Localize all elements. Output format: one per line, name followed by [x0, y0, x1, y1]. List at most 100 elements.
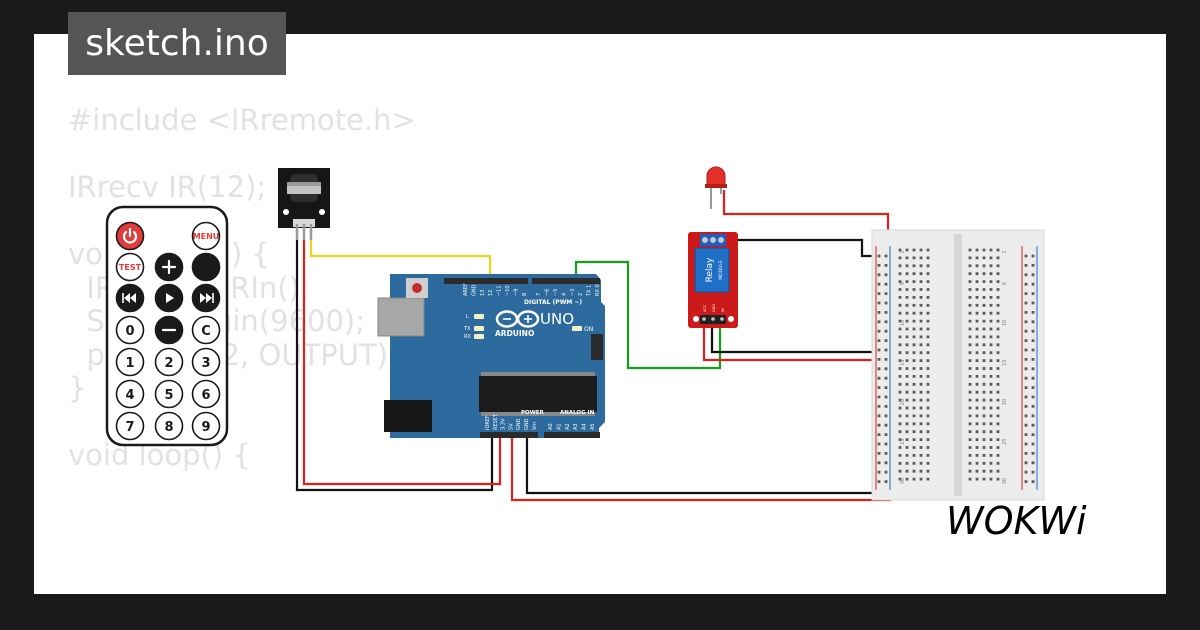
remote-button-label: 6	[201, 388, 210, 403]
digital-pin-label: ~5	[553, 289, 559, 296]
digital-pin-label: ~3	[570, 289, 576, 296]
power-pin-label: 5V	[508, 423, 514, 430]
digital-pin-label: AREF	[463, 283, 469, 296]
digital-pin-label: 7	[536, 293, 542, 296]
ir-remote[interactable]: MENU TEST 0 C 1 2 3 4 5 6 7 8 9	[105, 205, 229, 447]
power-pin-label: 3.3V	[501, 418, 507, 430]
relay-pin-label: IN	[721, 308, 725, 312]
arduino-logo	[495, 310, 540, 328]
remote-button-label: 5	[164, 388, 173, 403]
remote-button-4[interactable]: 4	[115, 379, 145, 409]
remote-button-label: 4	[125, 388, 134, 403]
remote-button-minus-icon[interactable]	[154, 315, 184, 345]
wire-ir-gnd	[295, 240, 494, 492]
power-pin-label: IOREF	[485, 415, 491, 430]
remote-button-7[interactable]: 7	[115, 411, 145, 441]
remote-button-2[interactable]: 2	[154, 347, 184, 377]
wokwi-logo-text: WOKWi	[946, 499, 1087, 543]
analog-pin-label: A2	[565, 423, 571, 430]
remote-button-label: 9	[201, 420, 210, 435]
breadboard-row-number: 30	[1002, 478, 1008, 484]
fast-forward-icon	[200, 293, 214, 303]
breadboard-rails	[875, 246, 1038, 490]
digital-pin-label: ~10	[505, 285, 511, 296]
power-pin-label: GND	[516, 418, 522, 430]
breadboard-row-number: 30	[900, 478, 906, 484]
arduino-uno-label: UNO	[540, 310, 574, 328]
remote-button-label: 1	[125, 356, 134, 371]
wire-ir-signal	[309, 240, 492, 280]
remote-button-label: 7	[125, 420, 134, 435]
remote-button-5[interactable]: 5	[154, 379, 184, 409]
wokwi-logo: WOKWi	[946, 499, 1087, 543]
power-pin-label: GND	[524, 418, 530, 430]
remote-button-C[interactable]: C	[191, 315, 221, 345]
wire-relay-vcc	[702, 322, 884, 362]
rewind-icon	[122, 293, 136, 303]
digital-pin-label: TX 1	[587, 285, 593, 297]
relay-label: Relay	[705, 257, 715, 282]
remote-button-back-icon[interactable]	[191, 252, 221, 282]
plus-icon	[161, 259, 177, 275]
digital-pin-label: ~6	[545, 289, 551, 296]
remote-button-0[interactable]: 0	[115, 315, 145, 345]
wire-led-anode	[722, 190, 890, 258]
wire-5v-breadboard	[510, 434, 892, 502]
remote-button-label: 2	[164, 356, 173, 371]
remote-button-3[interactable]: 3	[191, 347, 221, 377]
remote-button-play-icon[interactable]	[154, 283, 184, 313]
ir-receiver[interactable]	[278, 168, 330, 240]
remote-button-TEST[interactable]: TEST	[115, 252, 145, 282]
on-led-label: ON	[584, 326, 593, 333]
breadboard-row-number: 10	[900, 320, 906, 326]
breadboard-row-number: 1	[900, 250, 906, 253]
remote-button-6[interactable]: 6	[191, 379, 221, 409]
remote-buttons: MENU TEST 0 C 1 2 3 4 5 6 7 8 9	[115, 221, 221, 441]
power-jack	[384, 400, 432, 432]
led-red[interactable]	[705, 166, 727, 209]
digital-pin-label: ~9	[513, 289, 519, 296]
digital-pin-label: 12	[488, 290, 494, 296]
remote-button-1[interactable]: 1	[115, 347, 145, 377]
remote-button-fast-forward-icon[interactable]	[191, 283, 221, 313]
remote-button-rewind-icon[interactable]	[115, 283, 145, 313]
analog-pin-label: A3	[573, 423, 579, 430]
analog-pin-label: A4	[582, 423, 588, 430]
digital-pin-label: RX 0	[595, 284, 601, 296]
relay-pin-label: VCC	[703, 304, 707, 312]
wire-ir-vcc	[302, 240, 502, 486]
project-preview-card: #include <IRremote.h> IRrecv IR(12); voi…	[34, 34, 1166, 594]
remote-button-plus-icon[interactable]	[154, 252, 184, 282]
breadboard-row-number: 5	[900, 282, 906, 285]
wire-relay-gnd	[710, 322, 884, 354]
breadboard-row-number: 20	[1002, 399, 1008, 405]
remote-button-9[interactable]: 9	[191, 411, 221, 441]
power-icon	[122, 227, 138, 244]
arduino-uno[interactable]: UNO ARDUINO DIGITAL (PWM ~) POWER ANALOG…	[377, 274, 605, 438]
sketch-file-title: sketch.ino	[68, 12, 286, 75]
breadboard-row-number: 25	[900, 438, 906, 444]
digital-pin-label: 2	[578, 293, 584, 296]
remote-button-8[interactable]: 8	[154, 411, 184, 441]
relay-sublabel: MODULE	[718, 260, 724, 280]
back-icon	[199, 260, 213, 274]
analog-header-label: ANALOG IN	[560, 410, 595, 416]
remote-button-MENU[interactable]: MENU	[191, 221, 221, 251]
remote-button-power-icon[interactable]	[115, 221, 145, 251]
power-pin-label: RESET	[493, 413, 499, 430]
rx-led-label: RX	[464, 334, 471, 340]
remote-button-label: 8	[164, 420, 173, 435]
wire-relay-com	[716, 238, 884, 258]
wire-gnd-breadboard	[525, 434, 884, 495]
digital-pin-label: ~11	[497, 285, 503, 296]
analog-pin-label: A0	[548, 423, 554, 430]
breadboard-row-number: 10	[1002, 320, 1008, 326]
power-pin-label: Vin	[532, 422, 538, 430]
